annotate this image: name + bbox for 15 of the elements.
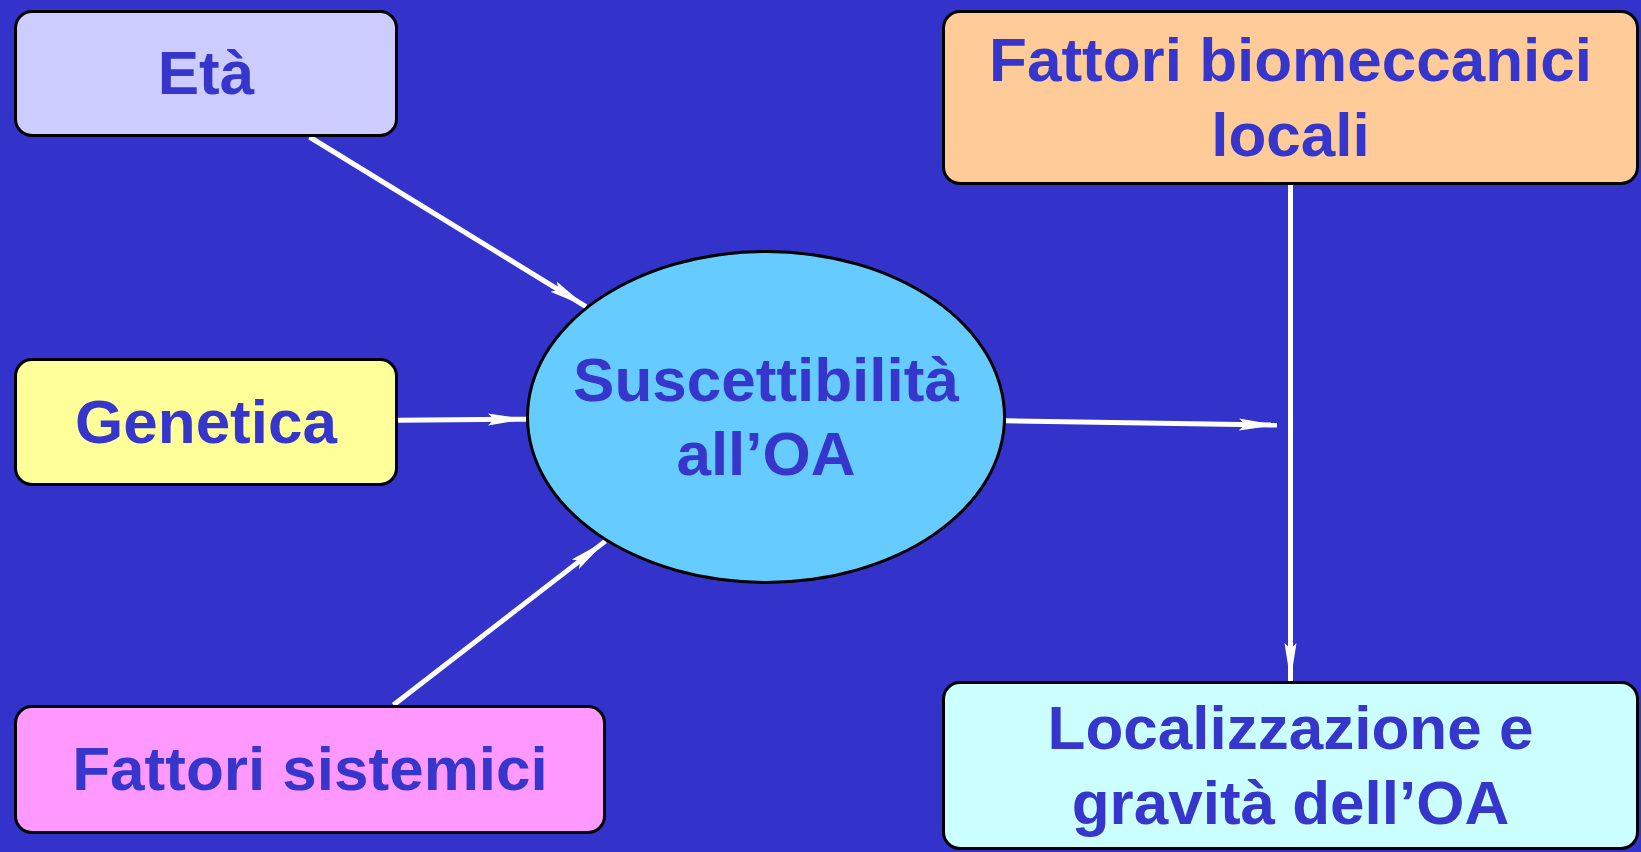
node-label: Genetica [75,385,337,458]
process-box [942,681,1639,850]
node-label: Fattori biomeccanici locali [988,24,1593,171]
node-label: Localizzazione e gravità dell’OA [1046,692,1535,839]
arrow [1284,185,1297,681]
arrow [1005,418,1278,431]
arrow [391,539,607,707]
node-label: Fattori sistemici [72,733,548,806]
node-label: Suscettibilità all’OA [572,343,960,490]
arrow [397,413,527,426]
node-label: Età [157,37,255,110]
process-box [942,10,1639,185]
process-box [14,358,398,486]
process-box [14,705,606,834]
process-box [14,10,398,137]
